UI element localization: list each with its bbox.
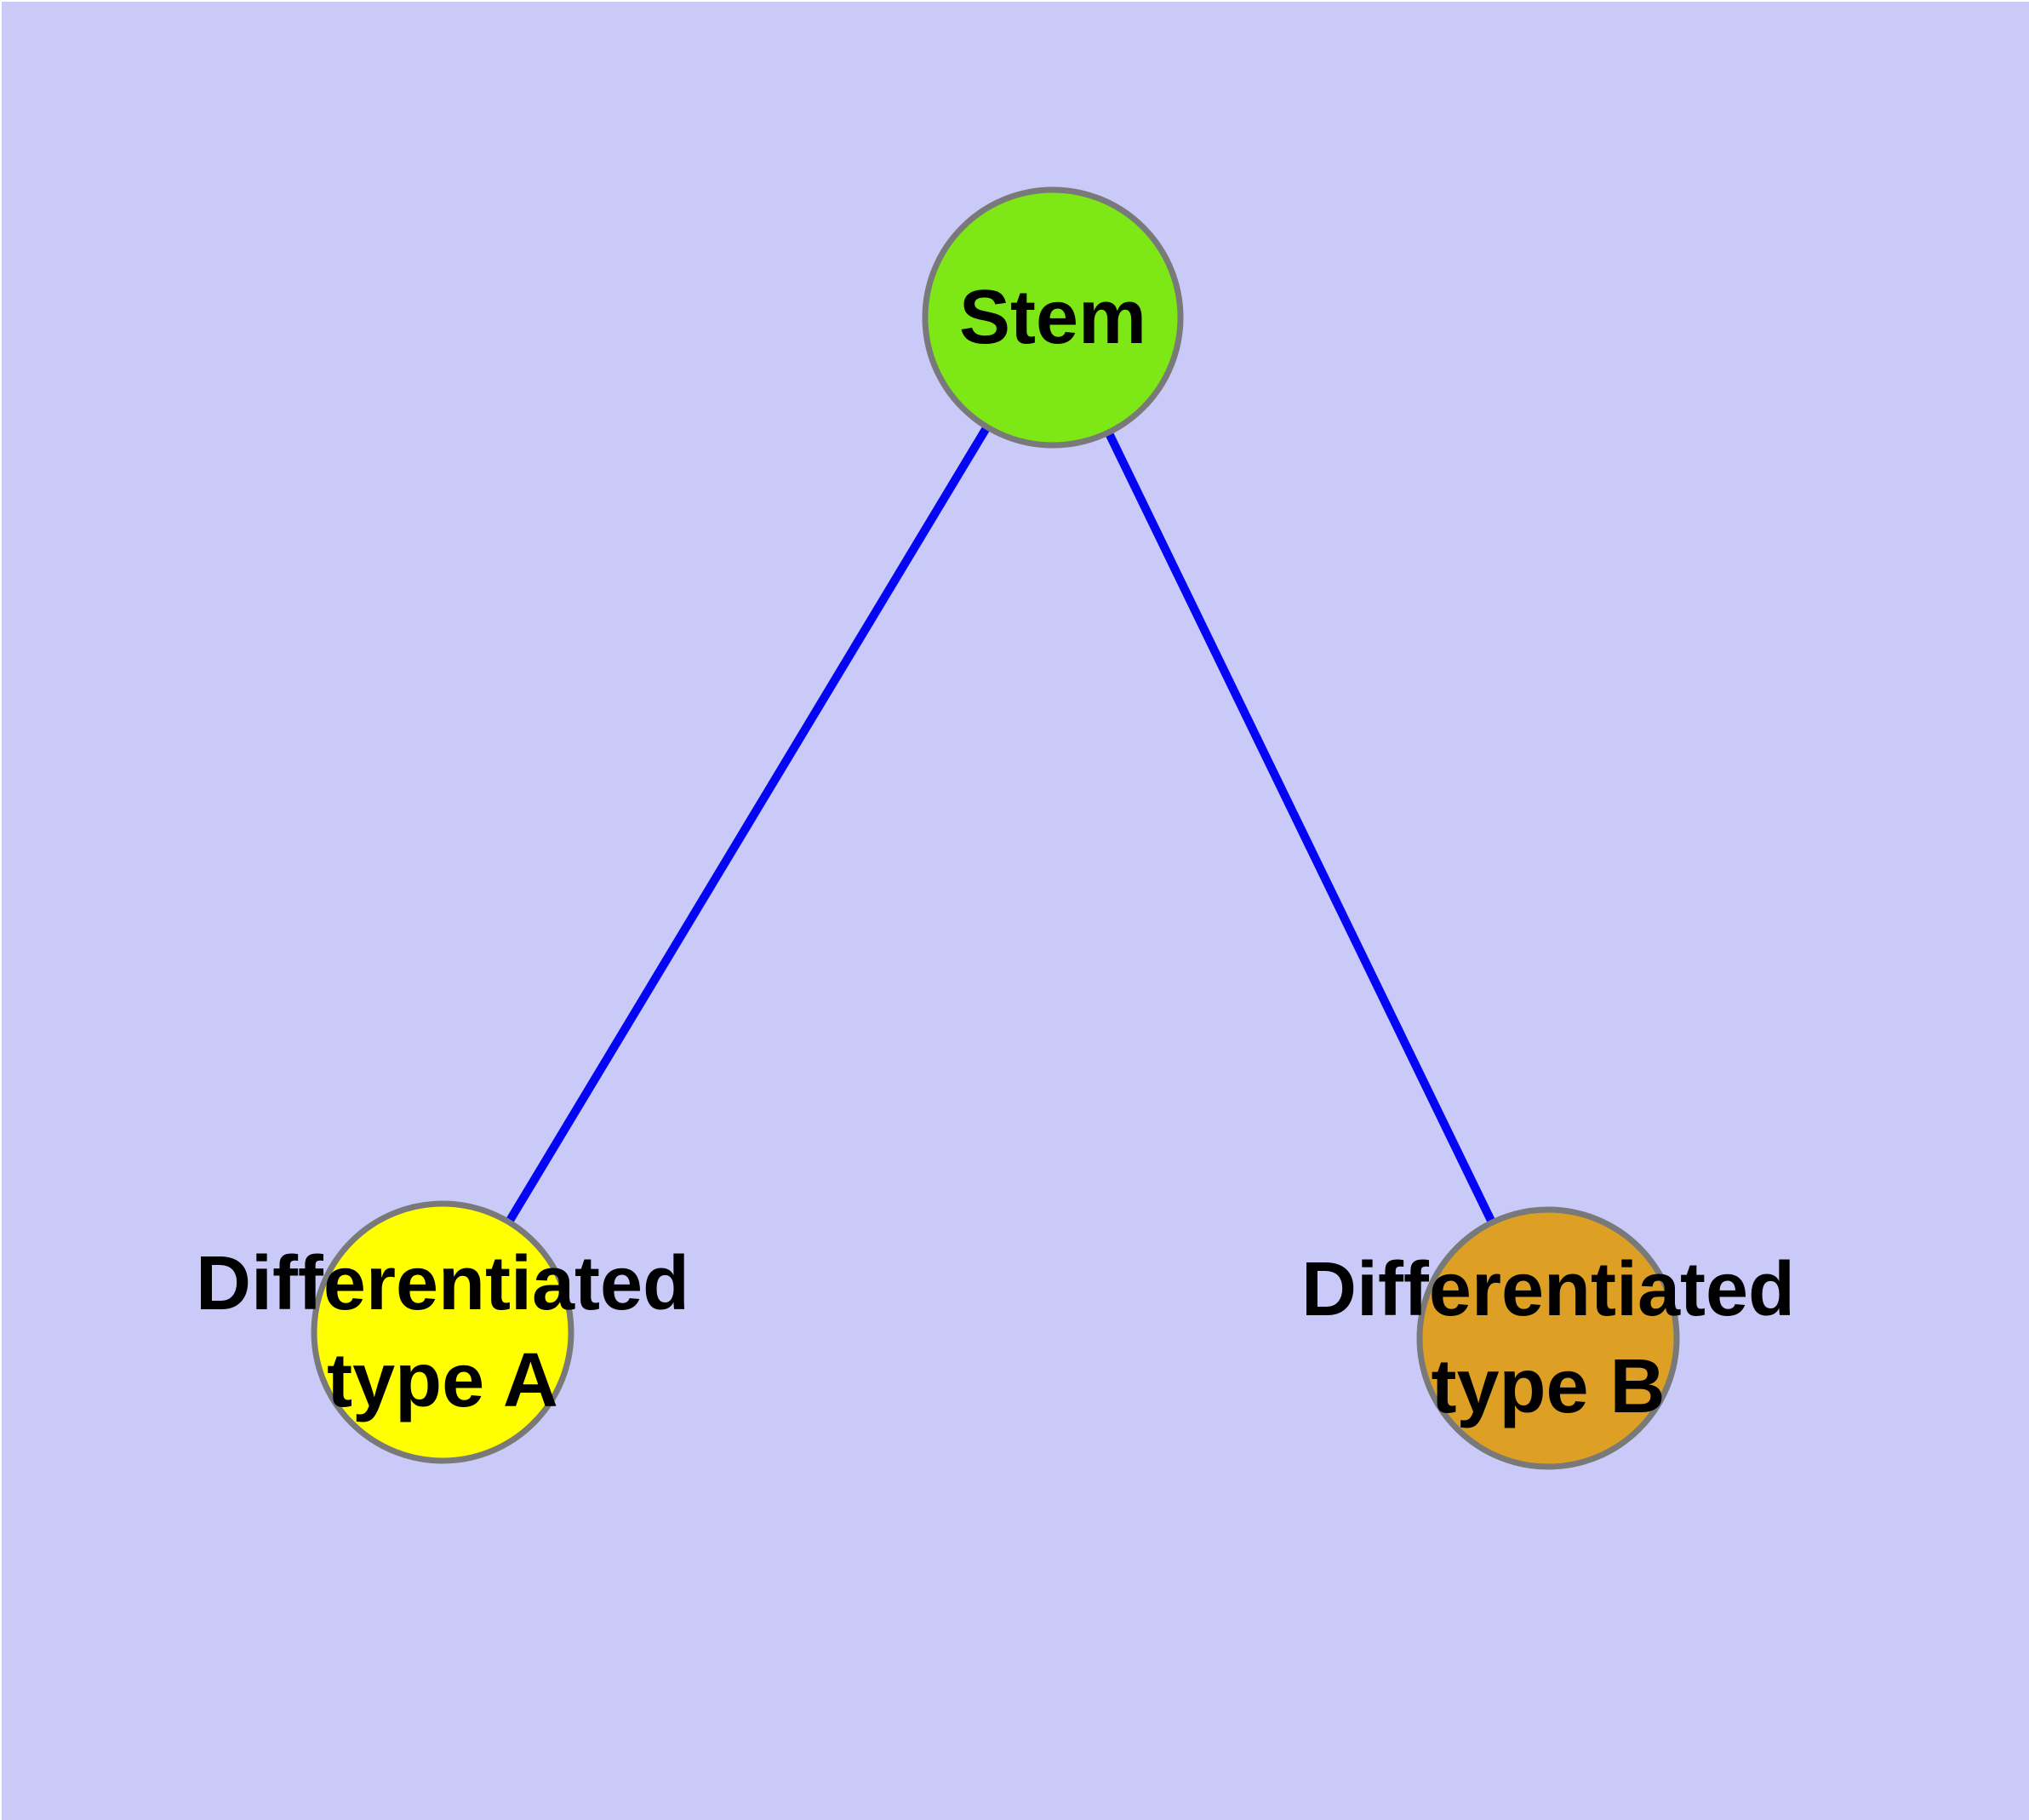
node-type-a-label-line1: Differentiated [196, 1241, 689, 1326]
node-differentiated-type-b [1416, 1206, 1680, 1470]
node-type-a-label-line2: type A [327, 1338, 558, 1423]
edge-stem-to-type-b [1049, 315, 1552, 1341]
node-type-b-label-line1: Differentiated [1301, 1247, 1795, 1332]
edge-stem-to-type-a [438, 315, 1057, 1335]
node-stem-label: Stem [959, 275, 1146, 360]
node-stem [922, 186, 1184, 449]
node-type-b-label-line2: type B [1431, 1344, 1665, 1429]
node-differentiated-type-a [311, 1200, 574, 1464]
